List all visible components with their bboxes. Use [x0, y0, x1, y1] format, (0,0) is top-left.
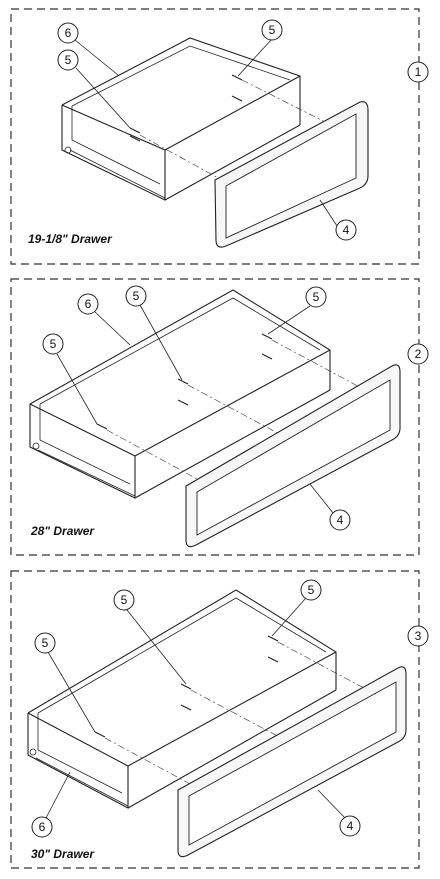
- leader-line: [126, 609, 187, 685]
- drawer-box-3: [27, 589, 337, 809]
- svg-text:5: 5: [269, 23, 276, 37]
- axis-line: [106, 429, 211, 487]
- drawer-front-3: [177, 666, 407, 858]
- callout-side-3: 6: [31, 816, 53, 838]
- leader-line: [74, 39, 119, 76]
- callout-side-2: 6: [77, 293, 99, 315]
- callout-screw-1b: 5: [261, 19, 283, 41]
- section-2-frame: [10, 278, 420, 556]
- section-2: 6 5 5 5 4 2 28" Drawer: [10, 278, 429, 556]
- callout-screw-3a: 5: [34, 632, 56, 654]
- screws-2: [96, 333, 273, 430]
- screws-3: [94, 635, 279, 738]
- svg-text:5: 5: [50, 337, 57, 351]
- callout-front-1: 4: [335, 219, 357, 241]
- svg-text:6: 6: [85, 297, 92, 311]
- section-1: 6 5 5 4 1 19-1/8" Drawer: [10, 8, 429, 265]
- svg-text:3: 3: [415, 629, 422, 643]
- callout-screw-1a: 5: [57, 49, 79, 71]
- leader-line: [267, 305, 311, 335]
- svg-text:5: 5: [42, 636, 49, 650]
- drawer-box-1: [61, 37, 301, 201]
- axis-line: [104, 737, 206, 793]
- leader-line: [75, 67, 131, 129]
- leader-line: [56, 353, 98, 425]
- callout-screw-2c: 5: [305, 286, 327, 308]
- callout-side-1: 6: [57, 22, 79, 44]
- svg-text:5: 5: [65, 53, 72, 67]
- section-1-title: 19-1/8" Drawer: [28, 232, 113, 246]
- section-3-frame: [10, 570, 420, 869]
- leader-line: [319, 199, 340, 230]
- section-number-3: 3: [407, 625, 429, 647]
- leader-line: [309, 483, 334, 514]
- axis-line: [271, 339, 381, 399]
- callout-screw-2b: 5: [125, 285, 147, 307]
- section-1-frame: [10, 8, 420, 265]
- drawer-box-2: [29, 289, 331, 499]
- svg-text:5: 5: [133, 289, 140, 303]
- leader-line: [317, 789, 346, 819]
- svg-text:4: 4: [343, 223, 350, 237]
- callout-screw-3c: 5: [300, 579, 322, 601]
- section-3-title: 30" Drawer: [31, 847, 95, 861]
- leader-line: [237, 38, 273, 77]
- drawer-front-1: [214, 101, 369, 248]
- section-3: 5 5 5 6 4 3 30" Drawer: [10, 570, 429, 869]
- drawer-front-2: [185, 364, 401, 548]
- svg-text:2: 2: [415, 347, 422, 361]
- section-number-1: 1: [407, 61, 429, 83]
- svg-text:5: 5: [308, 583, 315, 597]
- svg-text:4: 4: [337, 513, 344, 527]
- section-2-title: 28" Drawer: [30, 524, 95, 538]
- svg-text:6: 6: [65, 26, 72, 40]
- leader-line: [271, 597, 307, 637]
- svg-text:5: 5: [313, 290, 320, 304]
- svg-text:5: 5: [121, 593, 128, 607]
- axis-line: [190, 689, 301, 749]
- screws-1: [129, 74, 243, 142]
- svg-text:4: 4: [347, 819, 354, 833]
- leader-line: [47, 651, 96, 733]
- svg-text:1: 1: [415, 65, 422, 79]
- callout-front-2: 4: [329, 509, 351, 531]
- section-number-2: 2: [407, 343, 429, 365]
- leader-line: [139, 304, 183, 381]
- callout-screw-2a: 5: [42, 333, 64, 355]
- leader-line: [45, 771, 71, 819]
- callout-front-3: 4: [339, 815, 361, 837]
- svg-text:6: 6: [39, 820, 46, 834]
- callout-screw-3b: 5: [113, 589, 135, 611]
- leader-line: [94, 311, 131, 346]
